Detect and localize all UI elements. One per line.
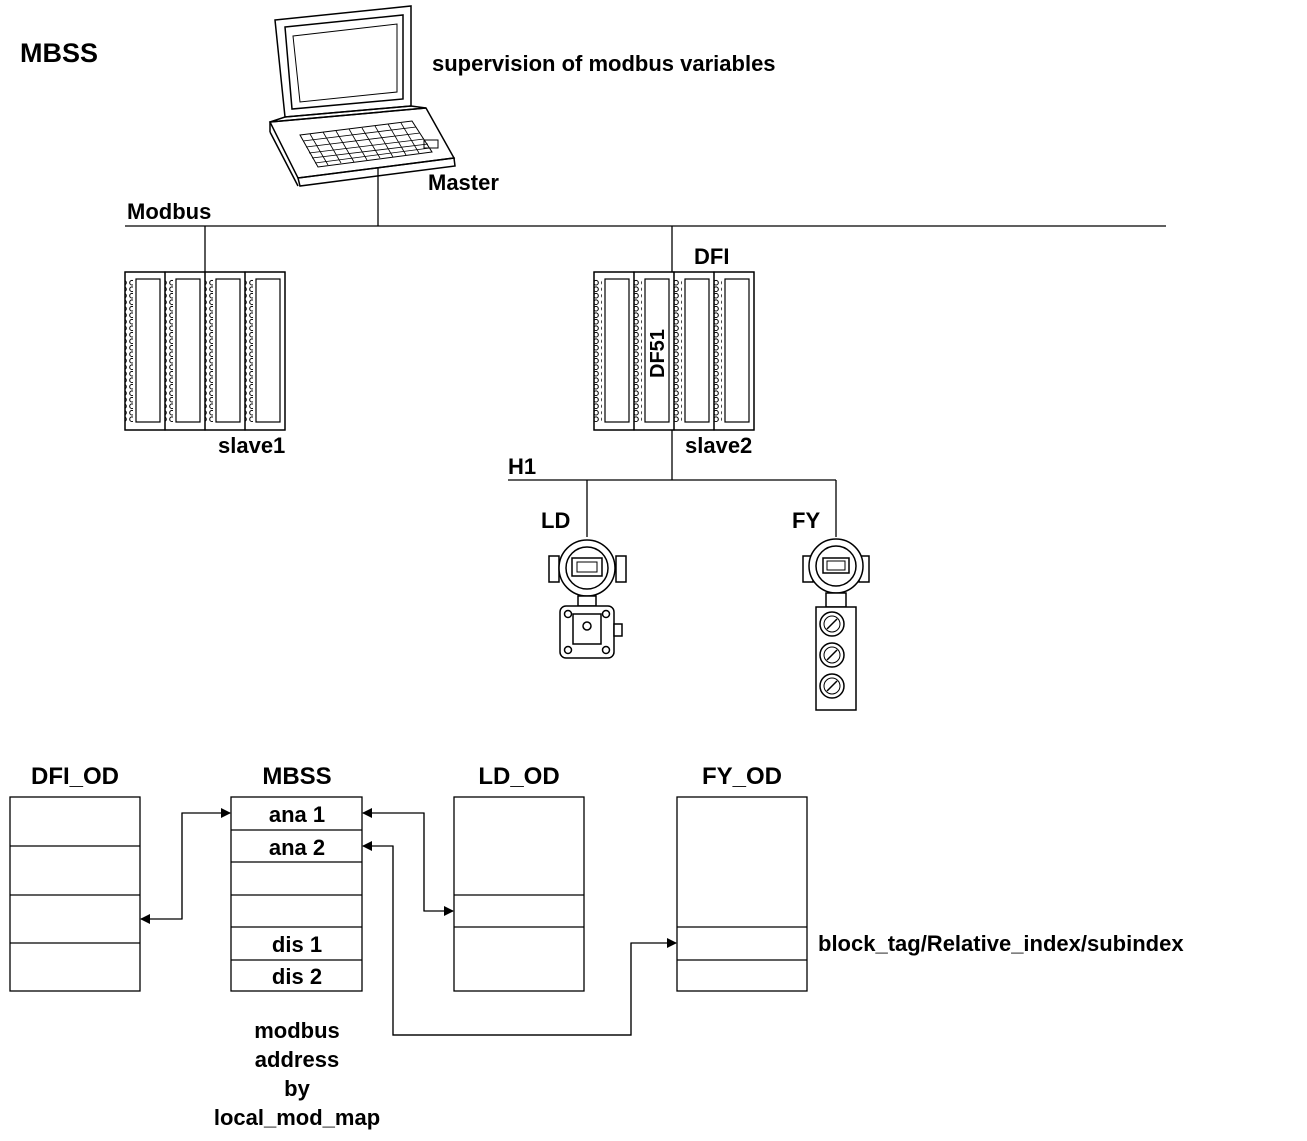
mbss-table-title: MBSS <box>262 763 331 790</box>
dfi-od-table <box>9 796 141 992</box>
fy-od-table <box>676 796 808 992</box>
dfi-label: DFI <box>694 244 729 269</box>
ld-label: LD <box>541 508 570 533</box>
address-note-line2: address <box>255 1047 339 1072</box>
ld-transmitter-icon <box>548 539 627 659</box>
dfi-od-title: DFI_OD <box>31 763 119 790</box>
mbss-row-dis1: dis 1 <box>272 932 322 957</box>
fy-od-title: FY_OD <box>702 763 782 790</box>
ld-od-table <box>453 796 585 992</box>
modbus-label: Modbus <box>127 199 211 224</box>
master-label: Master <box>428 170 499 195</box>
mbss-row-dis2: dis 2 <box>272 964 322 989</box>
ld-od-title: LD_OD <box>478 763 559 790</box>
laptop-icon <box>268 5 456 187</box>
slave2-rack <box>593 271 755 431</box>
mbss-row-ana2: ana 2 <box>269 835 325 860</box>
block-tag-label: block_tag/Relative_index/subindex <box>818 931 1184 956</box>
h1-label: H1 <box>508 454 536 479</box>
address-note-line1: modbus <box>254 1018 340 1043</box>
df51-label: DF51 <box>647 329 669 378</box>
slave2-label: slave2 <box>685 433 752 458</box>
address-note-line4: local_mod_map <box>214 1105 380 1130</box>
mbss-table <box>230 796 363 992</box>
slave1-label: slave1 <box>218 433 285 458</box>
fy-label: FY <box>792 508 820 533</box>
mbss-row-ana1: ana 1 <box>269 802 325 827</box>
bus-lines <box>125 168 1166 537</box>
fy-positioner-icon <box>802 538 870 711</box>
slave1-rack <box>124 271 286 431</box>
mapping-arrows <box>140 808 677 1036</box>
title: MBSS <box>20 38 98 68</box>
address-note-line3: by <box>284 1076 310 1101</box>
supervision-label: supervision of modbus variables <box>432 51 776 76</box>
